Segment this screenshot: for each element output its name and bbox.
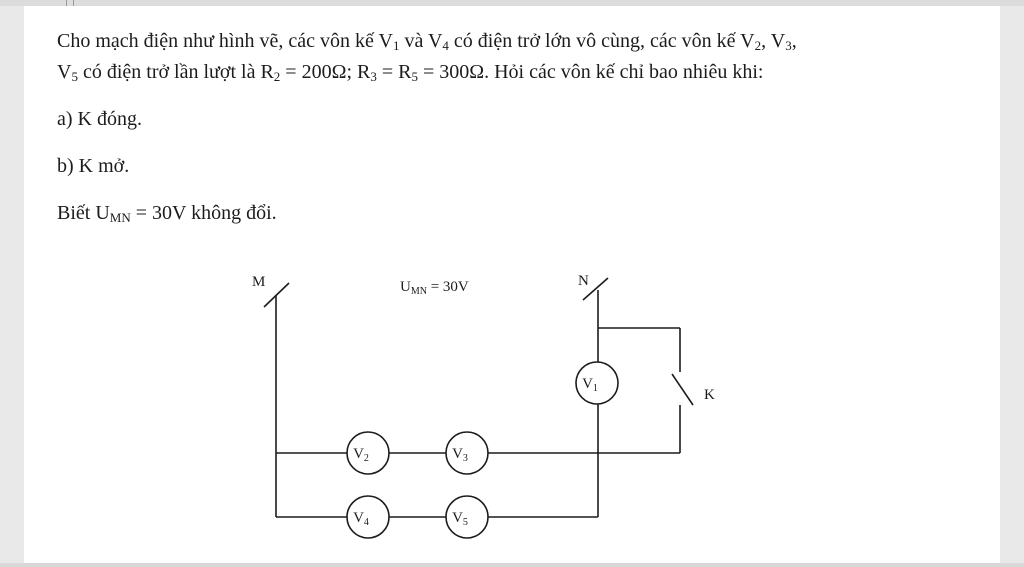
voltmeter-v4-label: V: [353, 510, 364, 526]
page-bottom-edge: [0, 563, 1024, 567]
terminal-m-label: M: [252, 274, 265, 290]
voltmeter-v4: [346, 495, 390, 539]
switch-k-label: K: [704, 387, 715, 403]
voltmeter-v5-label: V: [452, 510, 463, 526]
svg-text:V3: V3: [452, 446, 468, 464]
terminal-n-mark: [582, 277, 609, 301]
voltmeter-v2-label: V: [353, 446, 364, 462]
question-part-a: a) K đóng.: [57, 108, 142, 130]
voltmeter-v3: [445, 431, 489, 475]
problem-statement-line-1: Cho mạch điện như hình vẽ, các vôn kế V1…: [57, 30, 797, 53]
terminal-n-label: N: [578, 273, 589, 289]
svg-text:V1: V1: [582, 376, 598, 394]
voltmeter-v1-label: V: [582, 376, 593, 392]
voltmeter-v5: [445, 495, 489, 539]
document-page: [24, 6, 1000, 567]
svg-text:V4: V4: [353, 510, 369, 528]
voltmeter-v2: [346, 431, 390, 475]
voltmeter-v3-label: V: [452, 446, 463, 462]
switch-k-blade[interactable]: [671, 373, 694, 406]
question-part-b: b) K mở.: [57, 155, 130, 177]
problem-statement-line-2: V5 có điện trở lần lượt là R2 = 200Ω; R3…: [57, 61, 764, 84]
svg-text:V2: V2: [353, 446, 369, 464]
voltmeter-v1: [575, 361, 619, 405]
window-top-edge: [0, 0, 1024, 6]
svg-text:V5: V5: [452, 510, 468, 528]
supply-voltage-label: UMN = 30V: [400, 279, 469, 297]
given-voltage-statement: Biết UMN = 30V không đổi.: [57, 202, 277, 225]
